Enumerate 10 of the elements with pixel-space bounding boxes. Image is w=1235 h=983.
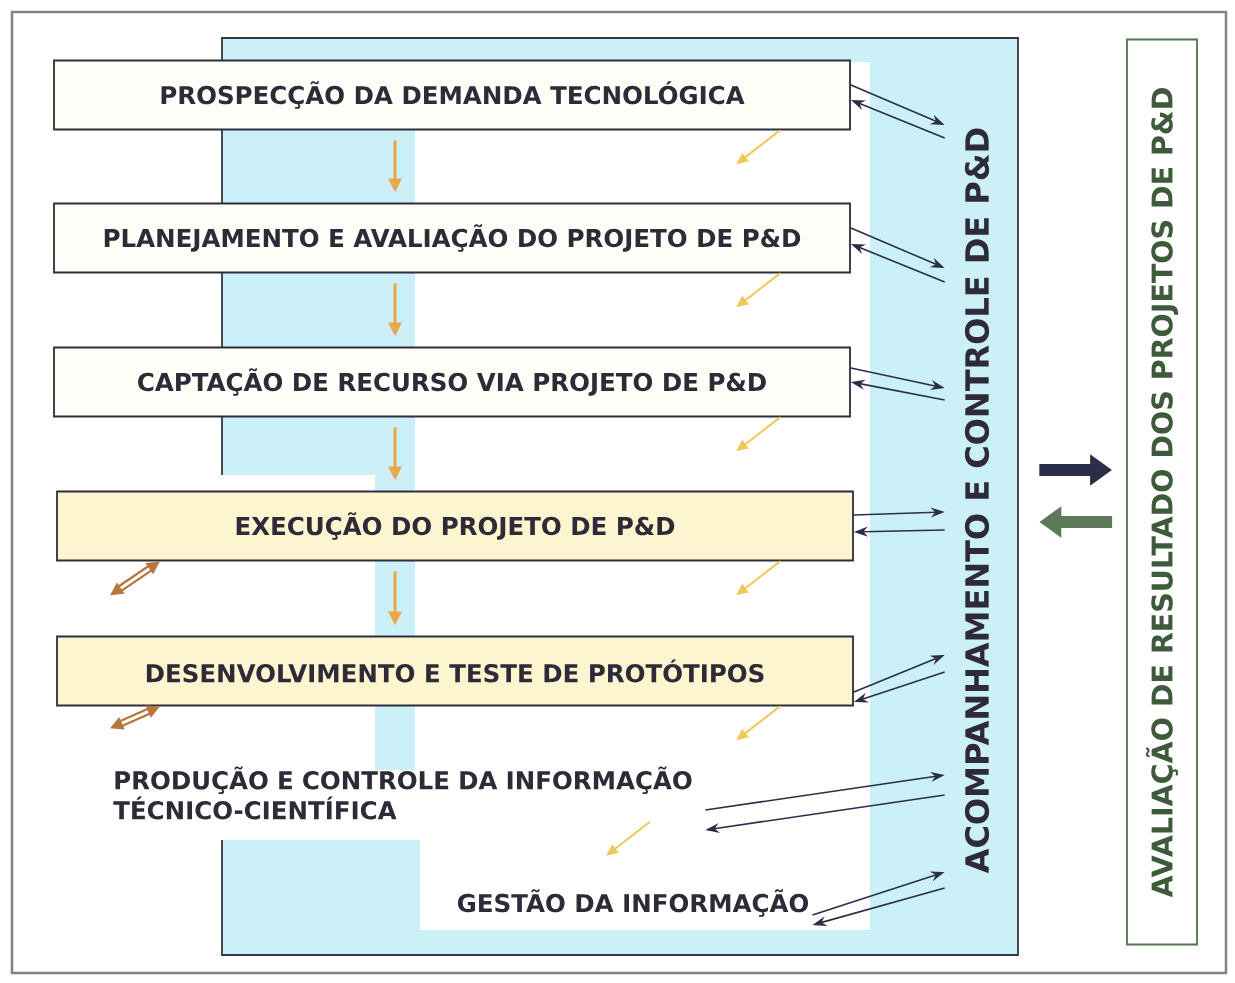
process-box: PLANEJAMENTO E AVALIAÇÃO DO PROJETO DE P&D (53, 202, 851, 274)
arrow (110, 561, 160, 596)
process-label: PRODUÇÃO E CONTROLE DA INFORMAÇÃO TÉCNICO-CIENTÍFICA (113, 766, 692, 820)
process-box: DESENVOLVIMENTO E TESTE DE PROTÓTIPOS (56, 635, 854, 707)
panel-title: ACOMPANHAMENTO E CONTROLE DE P&D (964, 128, 990, 874)
process-label: GESTÃO DA INFORMAÇÃO (457, 889, 809, 917)
result-box: AVALIAÇÃO DE RESULTADO DOS PROJETOS DE P&D (1126, 38, 1198, 946)
process-box: PROSPECÇÃO DA DEMANDA TECNOLÓGICA (53, 59, 851, 131)
process-box: EXECUÇÃO DO PROJETO DE P&D (56, 490, 854, 562)
process-box: CAPTAÇÃO DE RECURSO VIA PROJETO DE P&D (53, 346, 851, 418)
